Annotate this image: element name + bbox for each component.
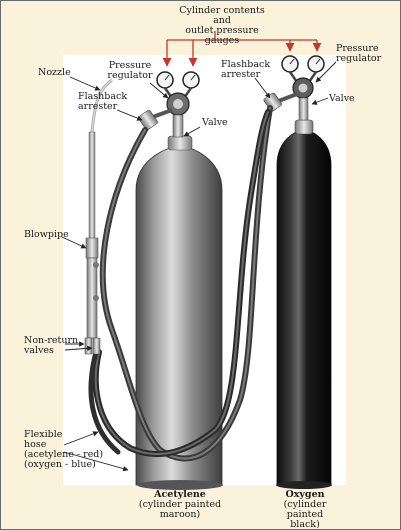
acetylene-caption: Acetylene (cylinder painted maroon) — [138, 489, 222, 520]
flexible-hose-label: Flexible hose (acetylene - red) (oxygen … — [24, 429, 104, 470]
blowpipe-label: Blowpipe — [24, 229, 69, 240]
gauges-label: Cylinder contents and outlet pressure ga… — [179, 5, 265, 46]
oxygen-cylinder — [276, 119, 332, 489]
callout-leaders — [61, 61, 337, 472]
flashback-arrester-right-label: Flashback arrester — [221, 59, 271, 80]
acetylene-regulator — [138, 71, 200, 138]
gauge-callout-arrows — [162, 31, 322, 67]
flashback-arrester-left-label: Flashback arrester — [78, 91, 128, 112]
valve-right-label: Valve — [329, 93, 355, 104]
oxygen-caption: Oxygen (cylinder painted black) — [283, 489, 327, 530]
nozzle-label: Nozzle — [38, 67, 71, 78]
non-return-valves-label: Non-return valves — [24, 335, 79, 356]
hoses — [88, 105, 273, 462]
pressure-regulator-right-label: Pressure regulator — [336, 43, 382, 64]
valve-left-label: Valve — [202, 117, 228, 128]
pressure-regulator-left-label: Pressure regulator — [107, 60, 153, 81]
